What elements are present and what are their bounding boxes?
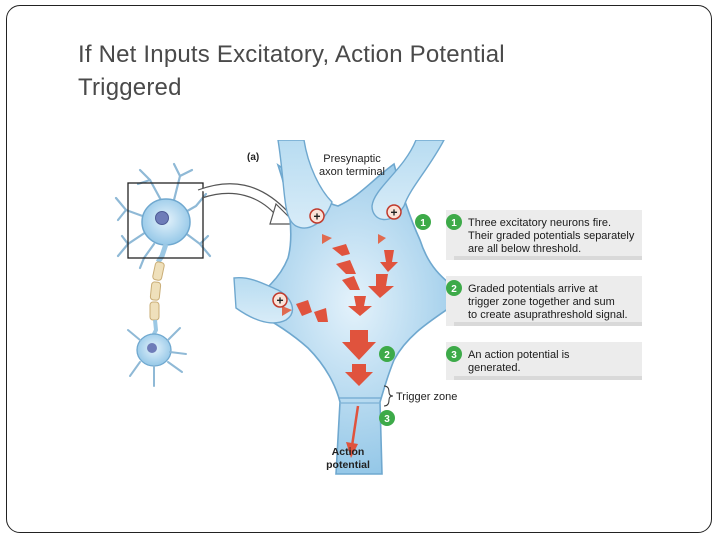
step-3-line-2: generated. [468, 362, 521, 374]
panel-label: (a) [247, 152, 259, 163]
action-potential-label-line-1: Action [332, 446, 365, 458]
diagram-step-markers: 1 2 3 [379, 214, 431, 426]
step-1-line-2: Their graded potentials separately [468, 230, 635, 242]
step-2-line-1: Graded potentials arrive at [468, 283, 598, 295]
step-2-line-2: trigger zone together and sum [468, 296, 615, 308]
figure-svg: + + + (a) Presynaptic axon terminal Trig… [114, 140, 642, 475]
excitatory-plus-markers: + + + [272, 204, 402, 308]
diagram-marker-2: 2 [384, 350, 390, 361]
slide-title-line-1: If Net Inputs Excitatory, Action Potenti… [78, 41, 505, 68]
plus-sign-1: + [313, 210, 320, 224]
trigger-zone-brace [383, 385, 394, 407]
presynaptic-label-line-1: Presynaptic [323, 153, 381, 165]
action-potential-label-line-2: potential [326, 459, 370, 471]
zoom-box [127, 182, 204, 259]
slide-title: If Net Inputs Excitatory, Action Potenti… [78, 38, 638, 104]
step-1-line-3: are all below threshold. [468, 243, 581, 255]
slide-title-line-2: Triggered [78, 74, 182, 101]
small-neuron [114, 162, 298, 387]
action-potential-arrow-icon [346, 442, 358, 458]
step-1-line-1: Three excitatory neurons fire. [468, 217, 611, 229]
slide-frame [6, 5, 712, 533]
large-neuron-cell: + + + [233, 140, 468, 475]
diagram-marker-3: 3 [384, 414, 390, 425]
step-1-number: 1 [451, 218, 457, 229]
step-panel-1: 1 Three excitatory neurons fire. Their g… [446, 210, 642, 260]
graded-potential-arrows [296, 244, 398, 386]
plus-sign-2: + [390, 206, 397, 220]
neuron-summation-figure: + + + (a) Presynaptic axon terminal Trig… [110, 140, 650, 475]
presynaptic-label-line-2: axon terminal [319, 166, 385, 178]
step-3-number: 3 [451, 350, 457, 361]
step-2-line-3: to create asuprathreshold signal. [468, 309, 628, 321]
step-panel-2: 2 Graded potentials arrive at trigger zo… [446, 276, 642, 326]
trigger-zone-label: Trigger zone [396, 391, 457, 403]
step-panel-3: 3 An action potential is generated. [446, 342, 642, 380]
diagram-marker-1: 1 [420, 218, 426, 229]
step-3-line-1: An action potential is [468, 349, 570, 361]
plus-sign-3: + [276, 294, 283, 308]
step-2-number: 2 [451, 284, 457, 295]
